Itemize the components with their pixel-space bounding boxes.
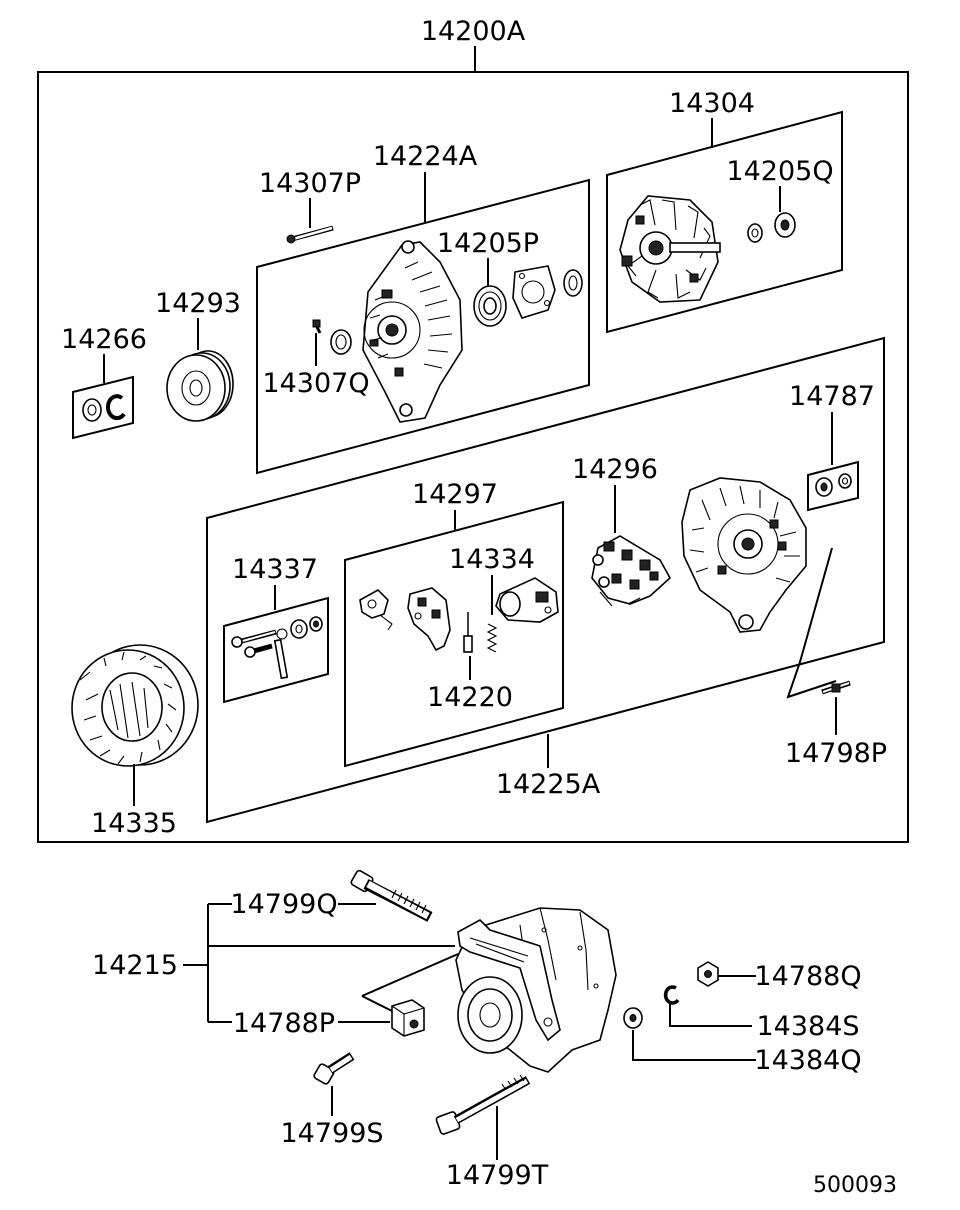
label-14337[interactable]: 14337 <box>232 554 318 585</box>
label-14799S[interactable]: 14799S <box>280 1118 383 1149</box>
label-14297[interactable]: 14297 <box>412 479 498 510</box>
rotor-14304[interactable] <box>619 195 721 303</box>
lock-washer-14266[interactable] <box>105 394 126 421</box>
nut-14788Q[interactable] <box>697 961 719 987</box>
label-14215[interactable]: 14215 <box>92 950 178 981</box>
label-14788P[interactable]: 14788P <box>233 1008 335 1039</box>
label-14799T[interactable]: 14799T <box>446 1160 549 1191</box>
bearing-14205P[interactable] <box>473 285 507 327</box>
assembly-frame <box>37 71 909 843</box>
rotor-group-box <box>606 110 843 334</box>
nut-block-14788P[interactable] <box>391 999 425 1037</box>
kit-box-14337 <box>223 596 329 704</box>
regulator-bracket[interactable] <box>359 589 393 631</box>
label-14304[interactable]: 14304 <box>669 88 755 119</box>
terminal-bolt-14798P[interactable] <box>821 680 851 695</box>
screw-set-14337[interactable] <box>231 616 323 680</box>
brush-holder-14334[interactable] <box>495 577 559 623</box>
regulator-body[interactable] <box>407 587 451 652</box>
stator-14335[interactable] <box>71 644 199 767</box>
diagram-code: 500093 <box>813 1173 897 1198</box>
label-14787[interactable]: 14787 <box>789 381 875 412</box>
rear-housing[interactable] <box>681 477 807 633</box>
bolt-14307P[interactable] <box>286 225 334 244</box>
leader-14788P-diag2 <box>361 995 395 1013</box>
label-14296[interactable]: 14296 <box>572 454 658 485</box>
label-14788Q[interactable]: 14788Q <box>754 961 861 992</box>
label-14293[interactable]: 14293 <box>155 288 241 319</box>
front-housing-group-box <box>256 178 590 475</box>
label-14224A[interactable]: 14224A <box>373 141 478 172</box>
kit-box-14787 <box>807 460 859 512</box>
label-14384Q[interactable]: 14384Q <box>754 1045 861 1076</box>
label-14307P[interactable]: 14307P <box>259 168 361 199</box>
spacer-ring[interactable] <box>563 269 583 297</box>
alternator-mounted[interactable] <box>455 907 617 1073</box>
label-14384S[interactable]: 14384S <box>756 1011 859 1042</box>
nut-14266[interactable] <box>82 398 102 422</box>
washer-14384Q[interactable] <box>623 1007 643 1029</box>
label-14205Q[interactable]: 14205Q <box>726 156 833 187</box>
label-14205P[interactable]: 14205P <box>437 228 539 259</box>
lock-washer-14384S[interactable] <box>663 985 680 1005</box>
bearing-14205Q[interactable] <box>774 212 796 238</box>
regulator-group-box <box>344 500 564 768</box>
leader-14798P-upper <box>786 547 837 699</box>
label-14334[interactable]: 14334 <box>449 544 535 575</box>
label-14200A[interactable]: 14200A <box>421 16 526 47</box>
label-14225A[interactable]: 14225A <box>496 769 601 800</box>
label-14307Q[interactable]: 14307Q <box>262 368 369 399</box>
bolt-14799T[interactable] <box>435 1074 531 1135</box>
label-14266[interactable]: 14266 <box>61 324 147 355</box>
label-14220[interactable]: 14220 <box>427 682 513 713</box>
rear-group-box <box>206 336 885 824</box>
leader-14788P-diag1 <box>361 953 459 997</box>
label-14798P[interactable]: 14798P <box>785 738 887 769</box>
pulley-14293[interactable] <box>166 350 234 422</box>
bolt-14799Q[interactable] <box>350 869 433 922</box>
screw-14307Q[interactable] <box>312 319 322 334</box>
bearing-retainer-plate[interactable] <box>512 265 556 319</box>
leader-14384S <box>669 1004 752 1027</box>
label-14799Q[interactable]: 14799Q <box>230 889 337 920</box>
label-14335[interactable]: 14335 <box>91 808 177 839</box>
rotor-washer[interactable] <box>747 223 763 243</box>
kit-box-14266 <box>72 375 134 440</box>
bolt-14799S[interactable] <box>313 1052 355 1085</box>
front-housing-14224A[interactable] <box>362 240 463 423</box>
washer-14787[interactable] <box>815 473 852 497</box>
rectifier-14296[interactable] <box>591 535 672 607</box>
leader-14384Q <box>632 1030 756 1061</box>
brush-spring[interactable] <box>486 623 498 653</box>
brush-14220[interactable] <box>463 612 473 653</box>
seal-ring[interactable] <box>330 329 352 355</box>
